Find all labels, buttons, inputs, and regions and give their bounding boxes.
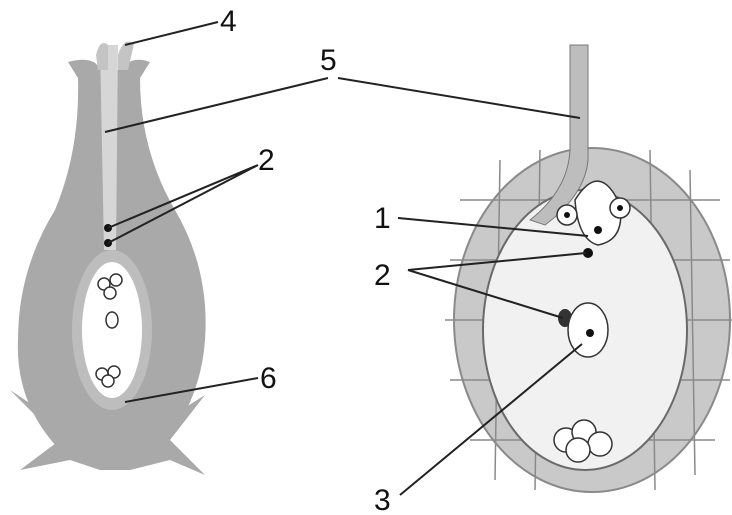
pollen-tube	[528, 44, 589, 226]
label-5: 5	[320, 44, 337, 77]
label-3: 3	[374, 484, 391, 515]
label-4: 4	[220, 5, 237, 38]
neck-canal	[100, 45, 118, 250]
label-6: 6	[260, 362, 277, 395]
label-2-right: 2	[374, 259, 391, 292]
venter-cavity	[82, 262, 142, 398]
left-structure	[10, 41, 206, 475]
label-2-left: 2	[258, 144, 275, 177]
leader-lines	[104, 21, 589, 496]
neck-tips	[96, 41, 134, 70]
right-structure	[445, 44, 732, 493]
label-1: 1	[374, 202, 391, 235]
